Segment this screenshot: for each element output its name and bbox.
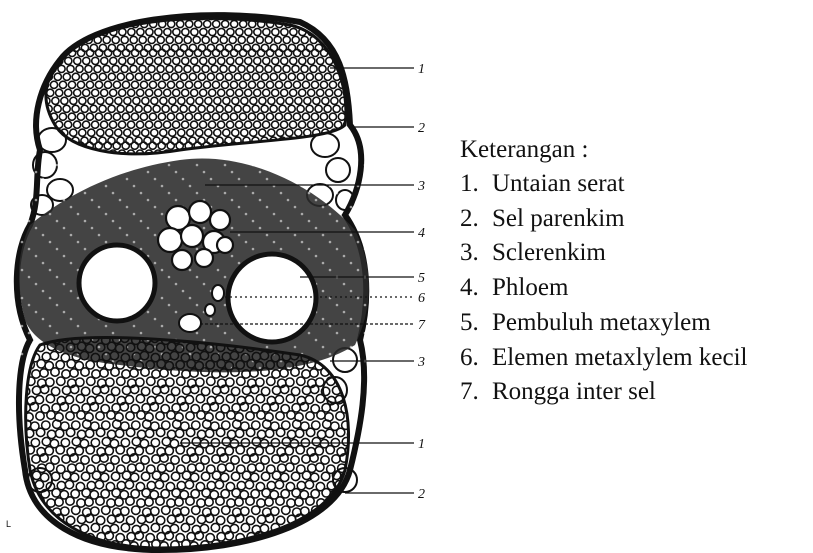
legend-number: 4. xyxy=(460,271,492,306)
legend-title: Keterangan : xyxy=(460,133,810,167)
legend-item-3: 3.Sclerenkim xyxy=(460,236,810,271)
corner-mark: L xyxy=(6,519,11,529)
legend-number: 6. xyxy=(460,341,492,376)
figure-label-1-top: 1 xyxy=(418,62,425,77)
metaxylem-vessel-left xyxy=(79,245,155,321)
legend-item-5: 5.Pembuluh metaxylem xyxy=(460,306,810,341)
vascular-bundle-cross-section-drawing: 1 2 3 4 5 6 7 3 1 2 L xyxy=(0,0,460,553)
legend-text: Untaian serat xyxy=(492,170,625,197)
legend-item-2: 2.Sel parenkim xyxy=(460,202,810,237)
legend-item-7: 7.Rongga inter sel xyxy=(460,375,810,410)
legend-number: 5. xyxy=(460,306,492,341)
intercellular-cavity xyxy=(179,314,201,332)
legend-number: 7. xyxy=(460,375,492,410)
figure-label-2-top: 2 xyxy=(418,121,425,136)
legend-text: Pembuluh metaxylem xyxy=(492,309,711,336)
legend-number: 2. xyxy=(460,202,492,237)
figure-label-2-bottom: 2 xyxy=(418,487,425,502)
legend: Keterangan : 1.Untaian serat 2.Sel paren… xyxy=(460,133,810,410)
figure-label-4: 4 xyxy=(418,226,425,241)
legend-item-1: 1.Untaian serat xyxy=(460,167,810,202)
figure-label-1-bottom: 1 xyxy=(418,437,425,452)
legend-text: Sel parenkim xyxy=(492,205,625,232)
legend-number: 3. xyxy=(460,236,492,271)
legend-item-4: 4.Phloem xyxy=(460,271,810,306)
legend-text: Rongga inter sel xyxy=(492,378,656,405)
figure-label-6: 6 xyxy=(418,291,425,306)
figure-label-5: 5 xyxy=(418,271,425,286)
legend-text: Phloem xyxy=(492,274,568,301)
metaxylem-vessel-right xyxy=(228,254,316,342)
figure-label-3-top: 3 xyxy=(417,179,425,194)
legend-item-6: 6.Elemen metaxlylem kecil xyxy=(460,341,810,376)
legend-text: Sclerenkim xyxy=(492,239,606,266)
legend-number: 1. xyxy=(460,167,492,202)
legend-text: Elemen metaxlylem kecil xyxy=(492,344,747,371)
figure-label-3-bottom: 3 xyxy=(417,355,425,370)
figure-label-7: 7 xyxy=(418,318,426,333)
